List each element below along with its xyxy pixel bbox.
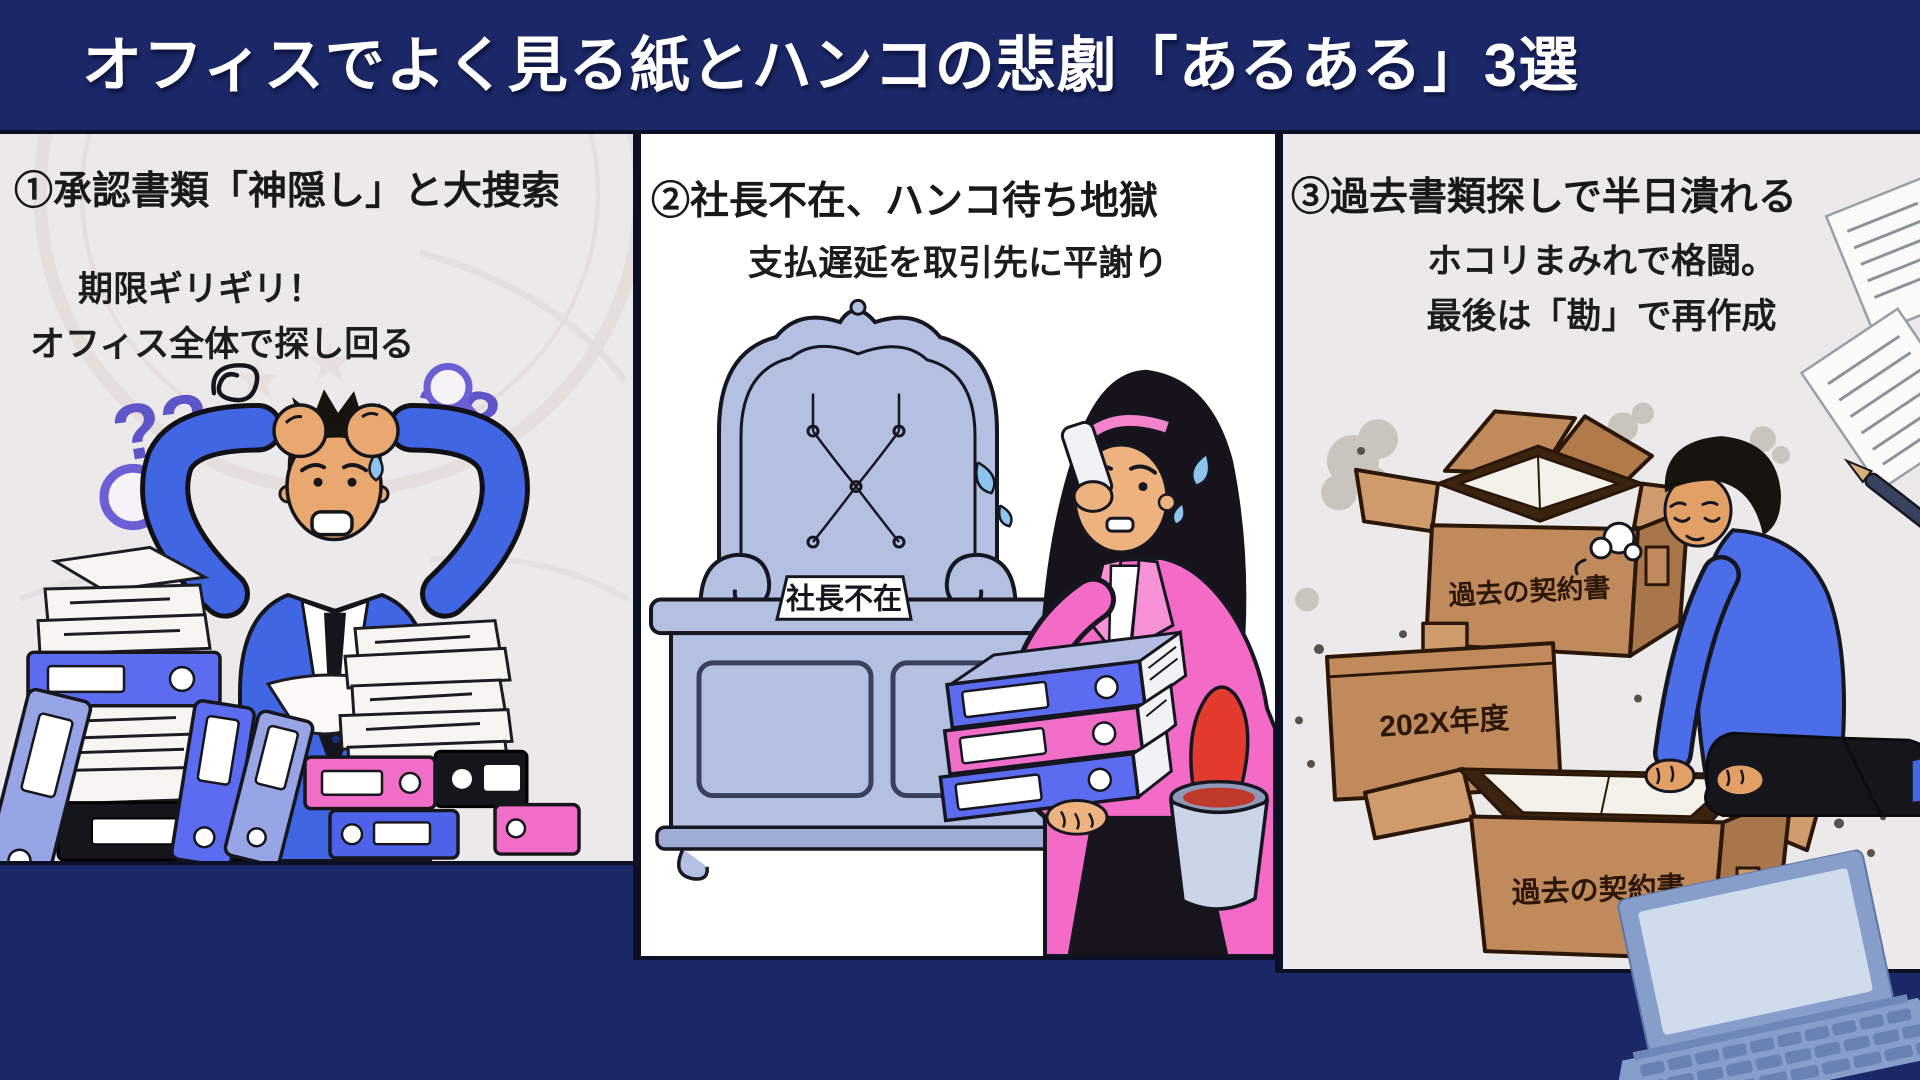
- binder: [26, 650, 222, 708]
- laptop-icon: [1562, 837, 1920, 1080]
- stamp-bucket: [1168, 685, 1270, 911]
- panel-divider-2: [1275, 130, 1283, 973]
- panel1-subtext: 期限ギリギリ！ オフィス全体で探し回る: [0, 262, 633, 373]
- title-band: オフィスでよく見る紙とハンコの悲劇「あるある」3選: [0, 0, 1920, 130]
- panel-missing-documents: ?? ??: [0, 130, 633, 865]
- dust-specks: [1295, 447, 1886, 889]
- shoe: [1909, 756, 1920, 806]
- panel1-sub-line2: オフィス全体で探し回る: [30, 325, 415, 365]
- sigh-puff-icon: [1574, 521, 1643, 576]
- panel2-illustration: 社長不在: [649, 298, 1275, 956]
- panel-searching-old-documents: 過去の契約書 202X年度 過去の契約書: [1283, 130, 1920, 973]
- scattered-paper: [1799, 307, 1920, 492]
- panel3-subtext: ホコリまみれで格闘。 最後は「勘」で再作成: [1283, 234, 1920, 345]
- panel3-illustration: 過去の契約書 202X年度 過去の契約書: [1295, 176, 1920, 962]
- panel3-sub-line1: ホコリまみれで格闘。: [1427, 242, 1776, 281]
- panel3-sub-line2: 最後は「勘」で再作成: [1426, 297, 1777, 337]
- absent-sign-text: 社長不在: [786, 584, 902, 616]
- binder: [0, 687, 93, 861]
- main-title: オフィスでよく見る紙とハンコの悲劇「あるある」3選: [82, 32, 1580, 99]
- panel3-heading: ③過去書類探しで半日潰れる: [1291, 176, 1797, 219]
- binder: [433, 749, 529, 809]
- panel-divider-1: [633, 130, 641, 960]
- panel2-subtext: 支払遅延を取引先に平謝り: [641, 236, 1275, 291]
- sweat-drop-icon: [368, 451, 384, 482]
- binder: [223, 709, 315, 861]
- cardboard-box-top: 過去の契約書: [1354, 409, 1722, 658]
- boss-chair: [698, 298, 1018, 622]
- panel1-illustration: ?? ??: [0, 134, 633, 861]
- absent-sign: 社長不在: [775, 575, 913, 621]
- binder-stack: [938, 629, 1188, 823]
- panel1-heading: ①承認書類「神隠し」と大捜索: [14, 170, 561, 213]
- kneeling-man: [1574, 436, 1920, 817]
- sweat-drop-icon: [975, 452, 1211, 528]
- panel-waiting-for-hanko: 社長不在: [641, 130, 1275, 960]
- scribble-icon: [211, 363, 260, 403]
- panel2-heading: ②社長不在、ハンコ待ち地獄: [651, 180, 1159, 223]
- binder: [328, 808, 460, 860]
- binder: [303, 755, 437, 811]
- scattered-paper: [1824, 176, 1920, 336]
- binder: [493, 802, 581, 856]
- panel2-sub-line1: 支払遅延を取引先に平謝り: [747, 244, 1168, 283]
- panel1-sub-line1: 期限ギリギリ！: [78, 270, 324, 309]
